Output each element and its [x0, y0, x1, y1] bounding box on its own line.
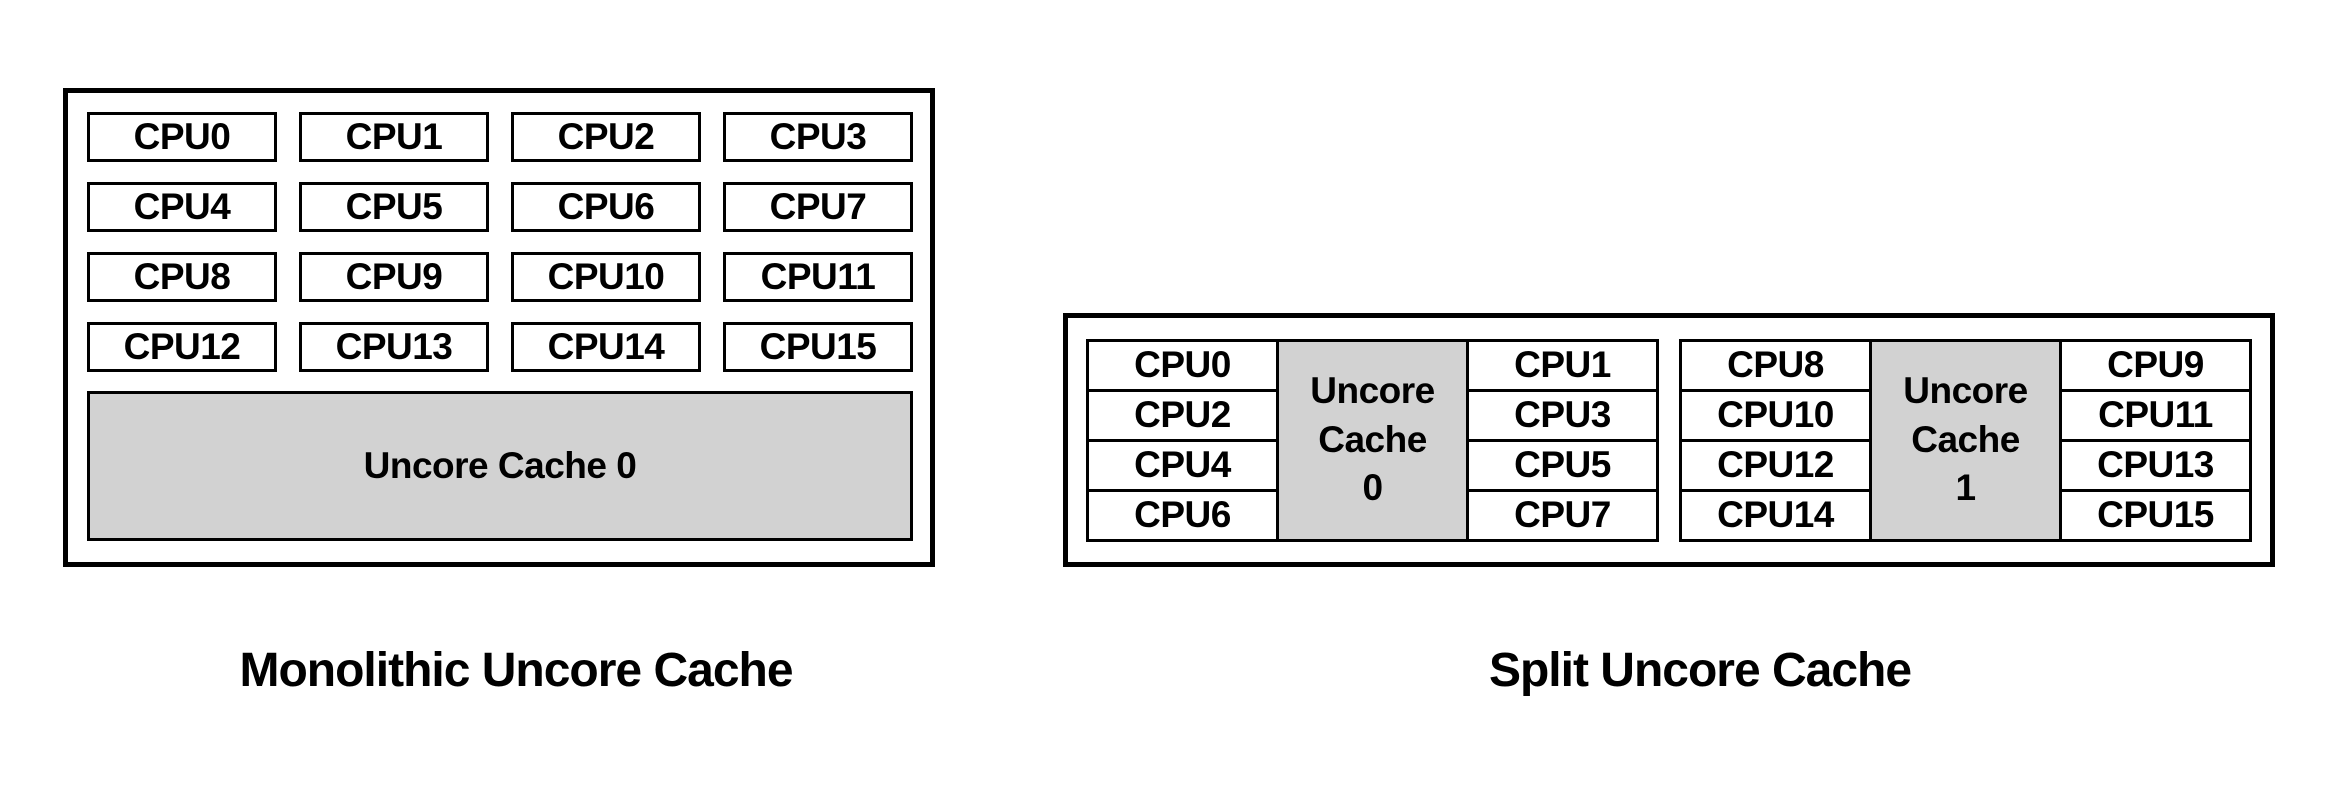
cpu-box: CPU1 — [299, 112, 489, 162]
cpu-box: CPU10 — [511, 252, 701, 302]
cpu-cell: CPU12 — [1682, 441, 1869, 489]
cpu-box: CPU5 — [299, 182, 489, 232]
cpu-box: CPU13 — [299, 322, 489, 372]
cpu-cell: CPU10 — [1682, 391, 1869, 439]
cpu-box: CPU9 — [299, 252, 489, 302]
cpu-cell: CPU9 — [2062, 341, 2249, 389]
cpu-box: CPU8 — [87, 252, 277, 302]
cpu-box: CPU4 — [87, 182, 277, 232]
cpu-box: CPU2 — [511, 112, 701, 162]
caption-monolithic: Monolithic Uncore Cache — [239, 644, 793, 697]
cpu-cell: CPU11 — [2062, 391, 2249, 439]
cpu-box: CPU3 — [723, 112, 913, 162]
cache-label-line: 0 — [1362, 467, 1383, 509]
cpu-box: CPU6 — [511, 182, 701, 232]
caption-split: Split Uncore Cache — [1488, 644, 1912, 697]
cpu-cell: CPU4 — [1089, 441, 1276, 489]
cpu-grid: CPU0 CPU1 CPU2 CPU3 CPU4 CPU5 CPU6 CPU7 … — [87, 112, 913, 372]
cpu-cell: CPU15 — [2062, 491, 2249, 539]
cpu-cell: CPU6 — [1089, 491, 1276, 539]
cache-label-line: 1 — [1955, 467, 1976, 509]
cpu-box: CPU11 — [723, 252, 913, 302]
cpu-cell: CPU13 — [2062, 441, 2249, 489]
cache-label-line: Cache — [1911, 418, 2020, 460]
cpu-cell: CPU5 — [1469, 441, 1656, 489]
cpu-box: CPU0 — [87, 112, 277, 162]
uncore-cache-0-cell: Uncore Cache 0 — [1279, 341, 1466, 539]
cpu-box: CPU7 — [723, 182, 913, 232]
cpu-box: CPU12 — [87, 322, 277, 372]
cpu-cell: CPU0 — [1089, 341, 1276, 389]
uncore-cache-0-box: Uncore Cache 0 — [87, 391, 913, 541]
cache-label-line: Uncore — [1310, 369, 1435, 411]
cache-label-line: Uncore — [1903, 369, 2028, 411]
cpu-cluster-0: Uncore Cache 0 CPU0 CPU2 CPU4 CPU6 CPU1 … — [1086, 338, 1659, 542]
cpu-cell: CPU8 — [1682, 341, 1869, 389]
cpu-box: CPU15 — [723, 322, 913, 372]
monolithic-diagram: CPU0 CPU1 CPU2 CPU3 CPU4 CPU5 CPU6 CPU7 … — [63, 88, 935, 567]
cpu-cell: CPU2 — [1089, 391, 1276, 439]
split-diagram: Uncore Cache 0 CPU0 CPU2 CPU4 CPU6 CPU1 … — [1063, 313, 2275, 567]
cpu-cluster-1: Uncore Cache 1 CPU8 CPU10 CPU12 CPU14 CP… — [1679, 338, 2252, 542]
cpu-cell: CPU1 — [1469, 341, 1656, 389]
cpu-cell: CPU14 — [1682, 491, 1869, 539]
cpu-box: CPU14 — [511, 322, 701, 372]
cpu-cell: CPU3 — [1469, 391, 1656, 439]
uncore-cache-1-cell: Uncore Cache 1 — [1872, 341, 2059, 539]
cpu-cell: CPU7 — [1469, 491, 1656, 539]
cache-label-line: Cache — [1318, 418, 1427, 460]
